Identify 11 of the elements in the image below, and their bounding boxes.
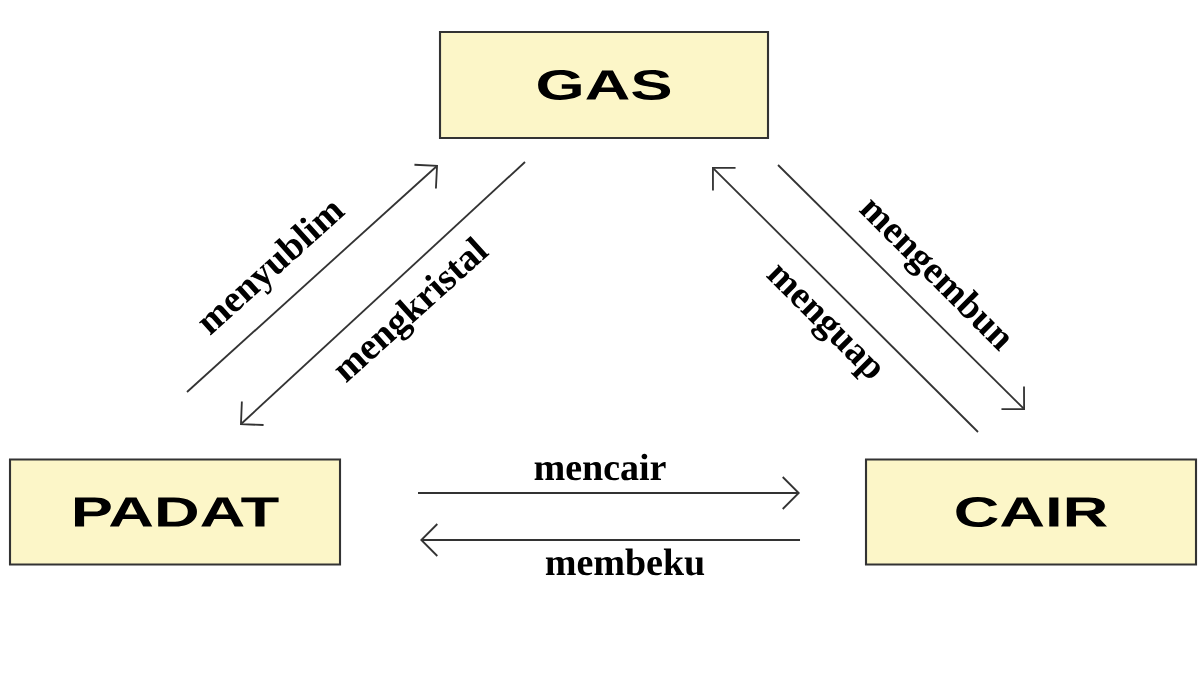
arrow	[186, 163, 438, 393]
state-box: GAS	[438, 30, 770, 140]
state-box: CAIR	[864, 458, 1198, 566]
edge-label: mencair	[534, 453, 666, 481]
edge-label: membeku	[545, 548, 705, 576]
state-box: PADAT	[8, 458, 342, 566]
arrow	[777, 164, 1025, 411]
arrow	[420, 523, 801, 557]
arrow	[712, 166, 979, 433]
arrow	[417, 476, 800, 510]
arrow	[240, 161, 526, 426]
